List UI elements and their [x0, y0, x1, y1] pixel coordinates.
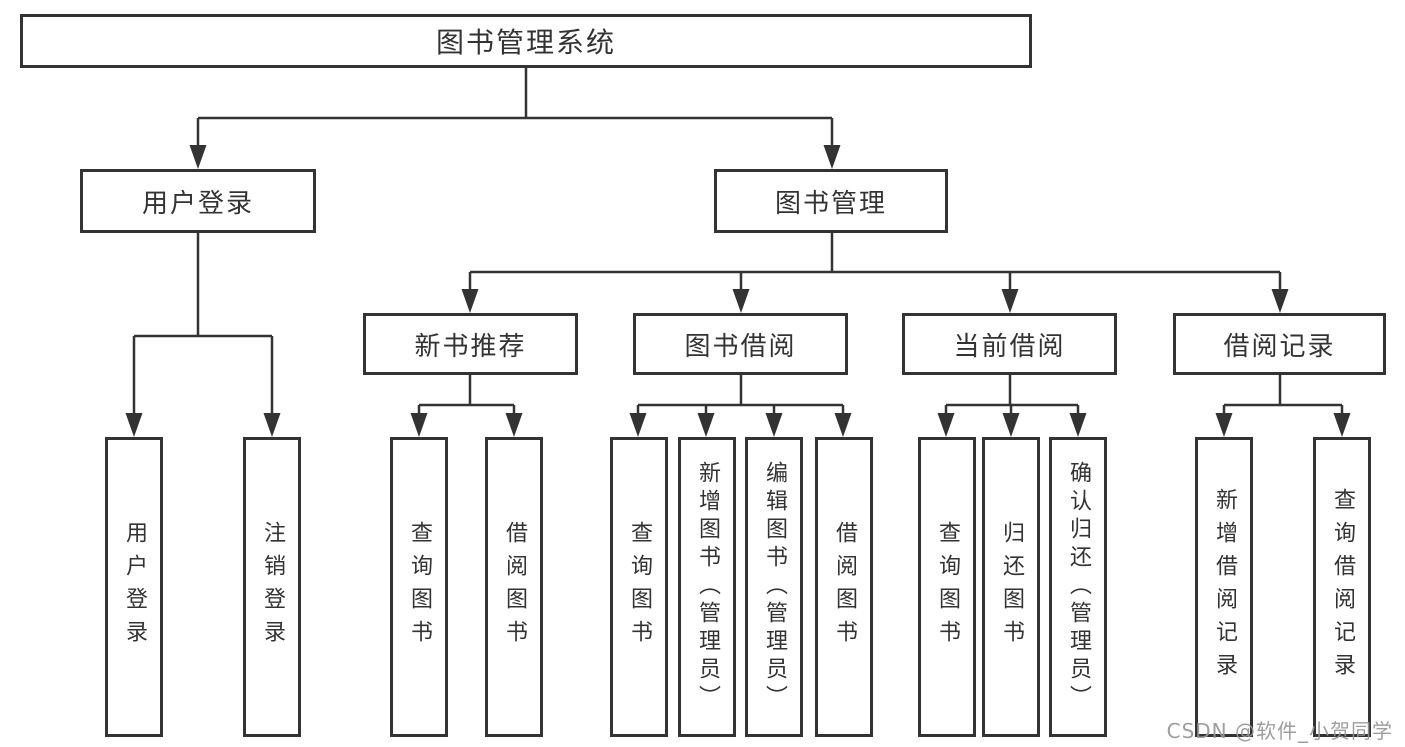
arrow-down-icon	[823, 145, 841, 169]
leaf-label: 注销登录	[260, 521, 285, 653]
node-book-borrowing: 图书借阅	[633, 313, 848, 375]
leaf-borrow-books-1: 借阅图书	[485, 437, 543, 737]
node-library-management-system: 图书管理系统	[20, 14, 1032, 68]
arrow-down-icon	[263, 413, 281, 437]
arrow-down-icon	[937, 413, 955, 437]
leaf-confirm-return-admin: 确认归还（管理员）	[1049, 437, 1107, 737]
node-borrowing-records: 借阅记录	[1173, 313, 1386, 375]
arrow-down-icon	[189, 145, 207, 169]
leaf-label: 用户登录	[122, 521, 147, 653]
leaf-label: 借阅图书	[832, 521, 857, 653]
arrow-down-icon	[1001, 289, 1019, 313]
node-new-book-recommend: 新书推荐	[363, 313, 578, 375]
arrow-down-icon	[410, 413, 428, 437]
leaf-label: 查询图书	[407, 521, 432, 653]
leaf-label: 查询图书	[627, 521, 652, 653]
arrow-down-icon	[834, 413, 852, 437]
arrow-down-icon	[765, 413, 783, 437]
leaf-add-borrow-record: 新增借阅记录	[1195, 437, 1253, 737]
node-book-management-branch: 图书管理	[714, 169, 948, 233]
leaf-user-login: 用户登录	[105, 437, 163, 737]
leaf-label: 借阅图书	[502, 521, 527, 653]
arrow-down-icon	[1215, 413, 1233, 437]
leaf-label: 新增借阅记录	[1212, 488, 1237, 686]
node-current-borrowing: 当前借阅	[902, 313, 1117, 375]
leaf-label: 归还图书	[999, 521, 1024, 653]
leaf-label: 新增图书（管理员）	[695, 461, 720, 713]
node-user-login-branch: 用户登录	[80, 169, 316, 233]
leaf-edit-books-admin: 编辑图书（管理员）	[745, 437, 803, 737]
arrow-down-icon	[697, 413, 715, 437]
csdn-watermark: CSDN @软件_小贺同学	[1166, 719, 1393, 743]
node-label: 当前借阅	[953, 331, 1066, 362]
leaf-borrow-books-2: 借阅图书	[815, 437, 873, 737]
node-label: 图书借阅	[684, 331, 797, 362]
arrow-down-icon	[1069, 413, 1087, 437]
leaf-label: 编辑图书（管理员）	[762, 461, 787, 713]
node-label: 新书推荐	[414, 331, 527, 362]
leaf-label: 确认归还（管理员）	[1066, 461, 1091, 713]
leaf-query-books-2: 查询图书	[610, 437, 668, 737]
leaf-query-books-1: 查询图书	[390, 437, 448, 737]
leaf-add-books-admin: 新增图书（管理员）	[678, 437, 736, 737]
node-label: 图书管理系统	[435, 26, 616, 59]
arrow-down-icon	[1271, 289, 1289, 313]
leaf-label: 查询借阅记录	[1330, 488, 1355, 686]
leaf-label: 查询图书	[935, 521, 960, 653]
leaf-query-books-3: 查询图书	[918, 437, 976, 737]
leaf-logout: 注销登录	[243, 437, 301, 737]
leaf-query-borrow-record: 查询借阅记录	[1313, 437, 1371, 737]
arrow-down-icon	[1002, 413, 1020, 437]
arrow-down-icon	[732, 289, 750, 313]
arrow-down-icon	[125, 413, 143, 437]
node-label: 借阅记录	[1223, 331, 1336, 362]
arrow-down-icon	[461, 289, 479, 313]
tree-edges	[132, 68, 1344, 420]
arrowheads	[125, 145, 1351, 437]
arrow-down-icon	[629, 413, 647, 437]
arrow-down-icon	[1333, 413, 1351, 437]
node-label: 图书管理	[774, 188, 887, 219]
leaf-return-books: 归还图书	[982, 437, 1040, 737]
arrow-down-icon	[505, 413, 523, 437]
node-label: 用户登录	[141, 188, 254, 219]
